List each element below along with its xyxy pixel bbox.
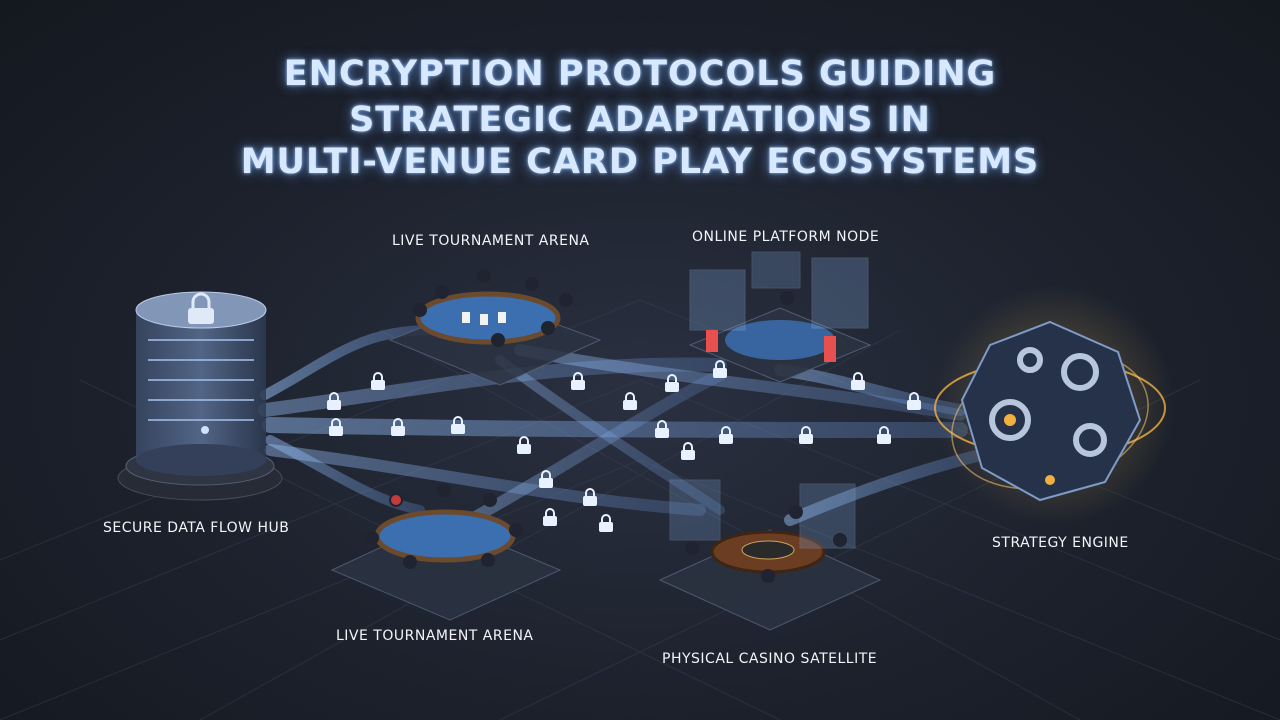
label-arena-top: LIVE TOURNAMENT ARENA [392,233,590,249]
title-line-1: ENCRYPTION PROTOCOLS GUIDING [0,54,1280,94]
data-flow-streams [265,330,980,520]
casino-satellite [660,480,880,630]
lock-icon [623,393,637,410]
arena-bottom-table [332,483,560,620]
label-strategy-engine: STRATEGY ENGINE [992,535,1129,551]
title-line-3: MULTI-VENUE CARD PLAY ECOSYSTEMS [0,142,1280,182]
lock-icon [583,489,597,506]
label-secure-hub: SECURE DATA FLOW HUB [103,520,289,536]
strategy-engine [935,285,1175,525]
label-online-node: ONLINE PLATFORM NODE [692,229,879,245]
lock-icon [543,509,557,526]
lock-icon [451,417,465,434]
lock-icon [371,373,385,390]
title-line-2: STRATEGIC ADAPTATIONS IN [0,100,1280,140]
label-casino-satellite: PHYSICAL CASINO SATELLITE [662,651,877,667]
secure-data-hub [118,292,282,500]
lock-icon [517,437,531,454]
lock-icon [851,373,865,390]
lock-icon [599,515,613,532]
label-arena-bottom: LIVE TOURNAMENT ARENA [336,628,534,644]
